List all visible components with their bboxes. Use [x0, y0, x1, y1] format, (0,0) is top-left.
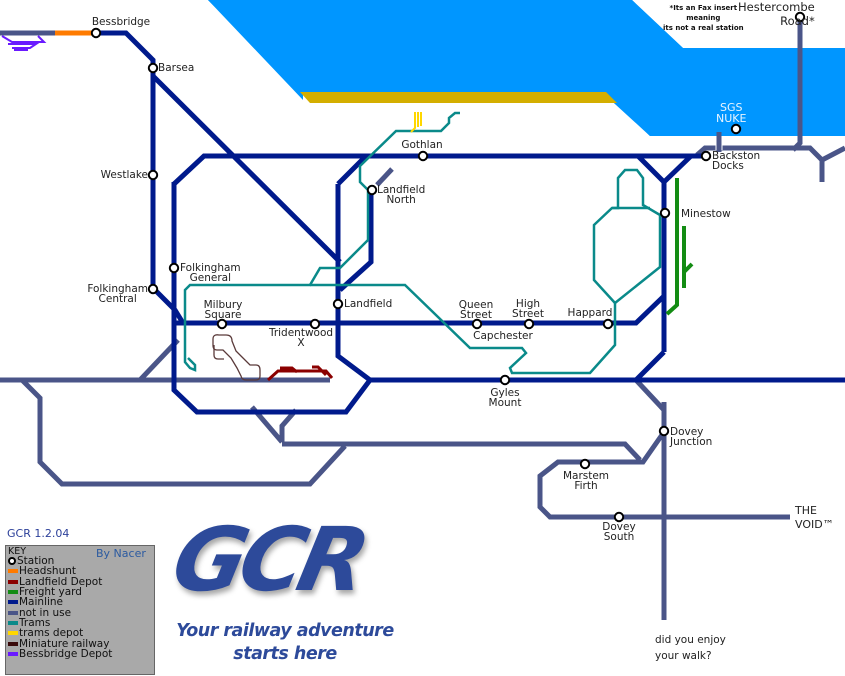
station-label-happard[interactable]: Happard — [567, 307, 613, 319]
station-label-dovey-south[interactable]: Dovey South — [602, 521, 636, 543]
station-label-folkingham-general[interactable]: Folkingham General — [180, 262, 241, 284]
station-label-minestow[interactable]: Minestow — [681, 208, 731, 220]
key-item: Freight yard — [8, 587, 112, 597]
station-marker-dovey-south[interactable] — [613, 511, 625, 523]
key-item-label: Landfield Depot — [19, 575, 103, 588]
station-label-landfield[interactable]: Landfield — [344, 298, 393, 310]
logo-tagline: Your railway adventure starts here — [176, 621, 394, 664]
station-label-landfield-north[interactable]: Landfield North — [377, 184, 426, 206]
the-void-label[interactable]: THE VOID™ — [795, 504, 834, 531]
key-swatch — [8, 600, 18, 605]
key-swatch — [8, 641, 18, 646]
station-marker-landfield[interactable] — [332, 298, 344, 310]
key-item: trams depot — [8, 628, 112, 638]
key-item-label: Bessbridge Depot — [19, 647, 113, 660]
key-item: Trams — [8, 618, 112, 628]
key-item: not in use — [8, 606, 112, 619]
station-label-capchester[interactable]: Capchester — [473, 330, 533, 342]
station-label-folkingham-central[interactable]: Folkingham Central — [87, 283, 148, 305]
key-author: By Nacer — [96, 547, 146, 560]
key-swatch — [8, 651, 18, 656]
key-item-label: Trams — [19, 616, 51, 629]
station-marker-landfield-north[interactable] — [366, 184, 378, 196]
station-label-gyles-mount[interactable]: Gyles Mount — [488, 387, 522, 409]
station-marker-tridentwood[interactable] — [309, 318, 321, 330]
key-swatch — [8, 590, 18, 595]
version-label: GCR 1.2.04 — [7, 527, 70, 540]
station-label-backston-docks[interactable]: Backston Docks — [712, 150, 761, 172]
key-swatch — [8, 610, 18, 615]
station-label-milbury-square[interactable]: Milbury Square — [203, 299, 243, 321]
station-marker-happard[interactable] — [602, 318, 614, 330]
station-marker-queen-street[interactable] — [471, 318, 483, 330]
key-item: Headshunt — [8, 565, 112, 578]
footnote-text: *Its an Fax insert meaning its not a rea… — [663, 4, 744, 32]
sgs-nuke-label: SGS NUKE — [716, 101, 747, 125]
mainline-lines — [96, 30, 845, 415]
station-marker-dovey-junction[interactable] — [658, 425, 670, 437]
station-symbol-icon — [8, 557, 16, 566]
station-marker-bessbridge[interactable] — [90, 27, 102, 39]
station-marker-hestercombe-road[interactable] — [794, 11, 806, 23]
station-marker-westlake[interactable] — [147, 169, 159, 181]
not-in-use-lines — [0, 17, 845, 620]
key-item: Bessbridge Depot — [8, 649, 112, 659]
key-item-label: Headshunt — [19, 565, 77, 578]
station-marker-marstem-firth[interactable] — [579, 458, 591, 470]
station-marker-sgs-nuke[interactable] — [730, 123, 742, 135]
station-marker-folkingham-general[interactable] — [168, 262, 180, 274]
station-label-bessbridge[interactable]: Bessbridge — [91, 16, 151, 28]
gcr-logo: GCR — [164, 508, 375, 618]
station-marker-backston-docks[interactable] — [700, 150, 712, 162]
key-swatch — [8, 620, 18, 625]
key-item: Mainline — [8, 596, 112, 609]
key-item: Station — [8, 556, 112, 566]
station-label-hestercombe-road[interactable]: Hestercombe Road* — [738, 0, 815, 28]
key-swatch — [8, 569, 18, 574]
end-message: did you enjoy your walk? — [655, 634, 726, 662]
key-item: Landfield Depot — [8, 575, 112, 588]
station-label-gothlan[interactable]: Gothlan — [401, 139, 443, 151]
key-item-label: Freight yard — [19, 586, 82, 599]
station-label-barsea[interactable]: Barsea — [158, 62, 195, 74]
station-label-high-street[interactable]: High Street — [512, 298, 544, 320]
shoreline — [300, 92, 617, 103]
water-main — [208, 0, 845, 136]
station-markers — [90, 11, 806, 523]
station-marker-milbury-square[interactable] — [216, 318, 228, 330]
station-marker-high-street[interactable] — [523, 318, 535, 330]
bessbridge-depot — [1, 35, 47, 51]
key-item-label: trams depot — [19, 627, 84, 640]
station-marker-gothlan[interactable] — [417, 150, 429, 162]
station-label-tridentwood[interactable]: Tridentwood X — [268, 327, 334, 349]
key-item-label: Miniature railway — [19, 637, 110, 650]
station-label-westlake[interactable]: Westlake — [100, 169, 148, 181]
key-swatch — [8, 579, 18, 584]
key-swatch — [8, 631, 18, 636]
station-label-dovey-junction[interactable]: Dovey Junction — [670, 426, 713, 448]
key-title: KEY — [8, 546, 27, 557]
key-item-label: not in use — [19, 606, 72, 619]
key-item-label: Station — [17, 555, 55, 568]
station-marker-folkingham-central[interactable] — [147, 283, 159, 295]
trams-depot — [410, 112, 422, 133]
station-label-marstem-firth[interactable]: Marstem Firth — [562, 470, 610, 492]
freight-yard — [665, 178, 694, 316]
key-item: Miniature railway — [8, 637, 112, 650]
tram-lines — [183, 111, 662, 375]
station-marker-minestow[interactable] — [659, 207, 671, 219]
station-marker-gyles-mount[interactable] — [499, 374, 511, 386]
logo-text: GCR — [164, 508, 373, 611]
landfield-depot — [266, 365, 334, 382]
key-item-label: Mainline — [19, 596, 64, 609]
miniature-railway — [212, 334, 261, 381]
station-marker-barsea[interactable] — [147, 62, 159, 74]
station-label-queen-street[interactable]: Queen Street — [458, 299, 494, 321]
